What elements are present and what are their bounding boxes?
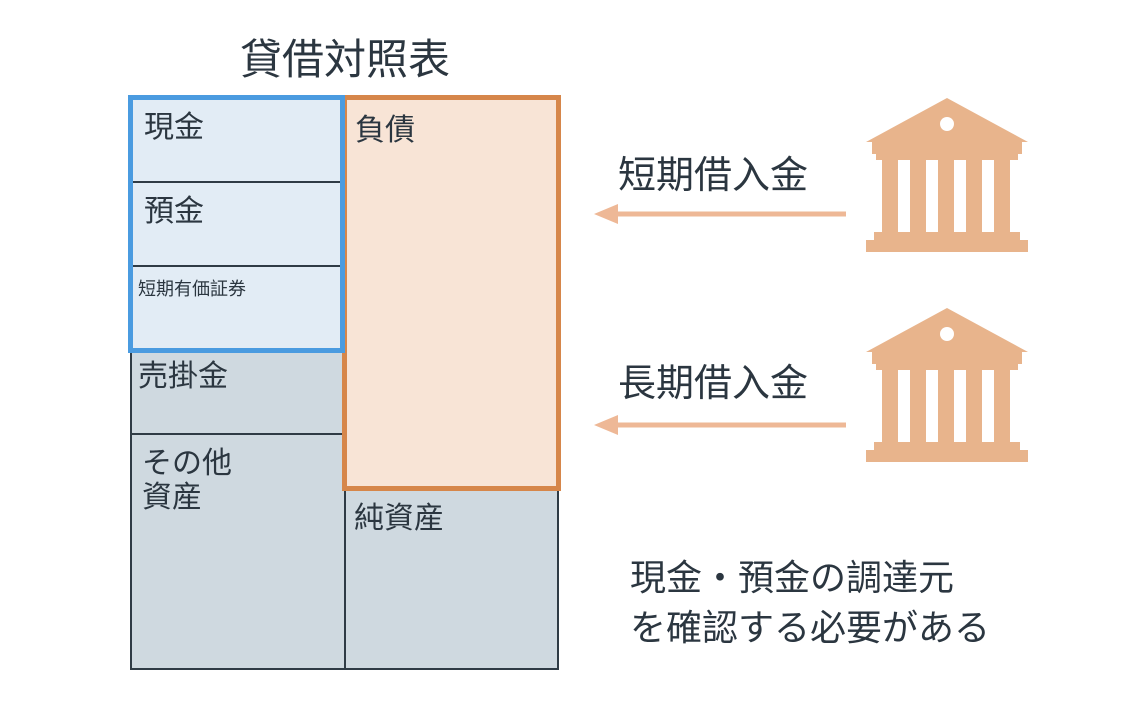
deposits-label: 預金 [144, 194, 204, 229]
long-term-loan-label: 長期借入金 [618, 361, 809, 405]
short-term-arrow [594, 204, 846, 224]
net-assets-label: 純資産 [354, 501, 444, 536]
cash-cell: 現金 [130, 97, 346, 183]
bank-icon [866, 98, 1028, 252]
short-term-loan-label: 短期借入金 [618, 153, 809, 197]
liabilities-label: 負債 [355, 113, 415, 148]
receivables-label: 売掛金 [138, 359, 228, 394]
page-title: 貸借対照表 [239, 35, 450, 84]
note-line-1: 現金・預金の調達元 [630, 558, 955, 599]
note: 現金・預金の調達元 を確認する必要がある [630, 554, 990, 654]
other-assets-cell: その他 資産 [130, 433, 346, 670]
long-term-arrow [594, 415, 846, 435]
net-assets-cell: 純資産 [344, 486, 559, 670]
securities-label: 短期有価証券 [138, 279, 246, 300]
note-line-2: を確認する必要がある [630, 608, 991, 649]
receivables-cell: 売掛金 [130, 350, 346, 435]
liabilities-box: 負債 [342, 95, 561, 491]
securities-cell: 短期有価証券 [130, 265, 346, 352]
bank-icon [866, 308, 1028, 462]
cash-deposits-highlight [128, 95, 345, 353]
other-assets-label: その他 資産 [142, 446, 232, 515]
cash-label: 現金 [144, 110, 204, 145]
